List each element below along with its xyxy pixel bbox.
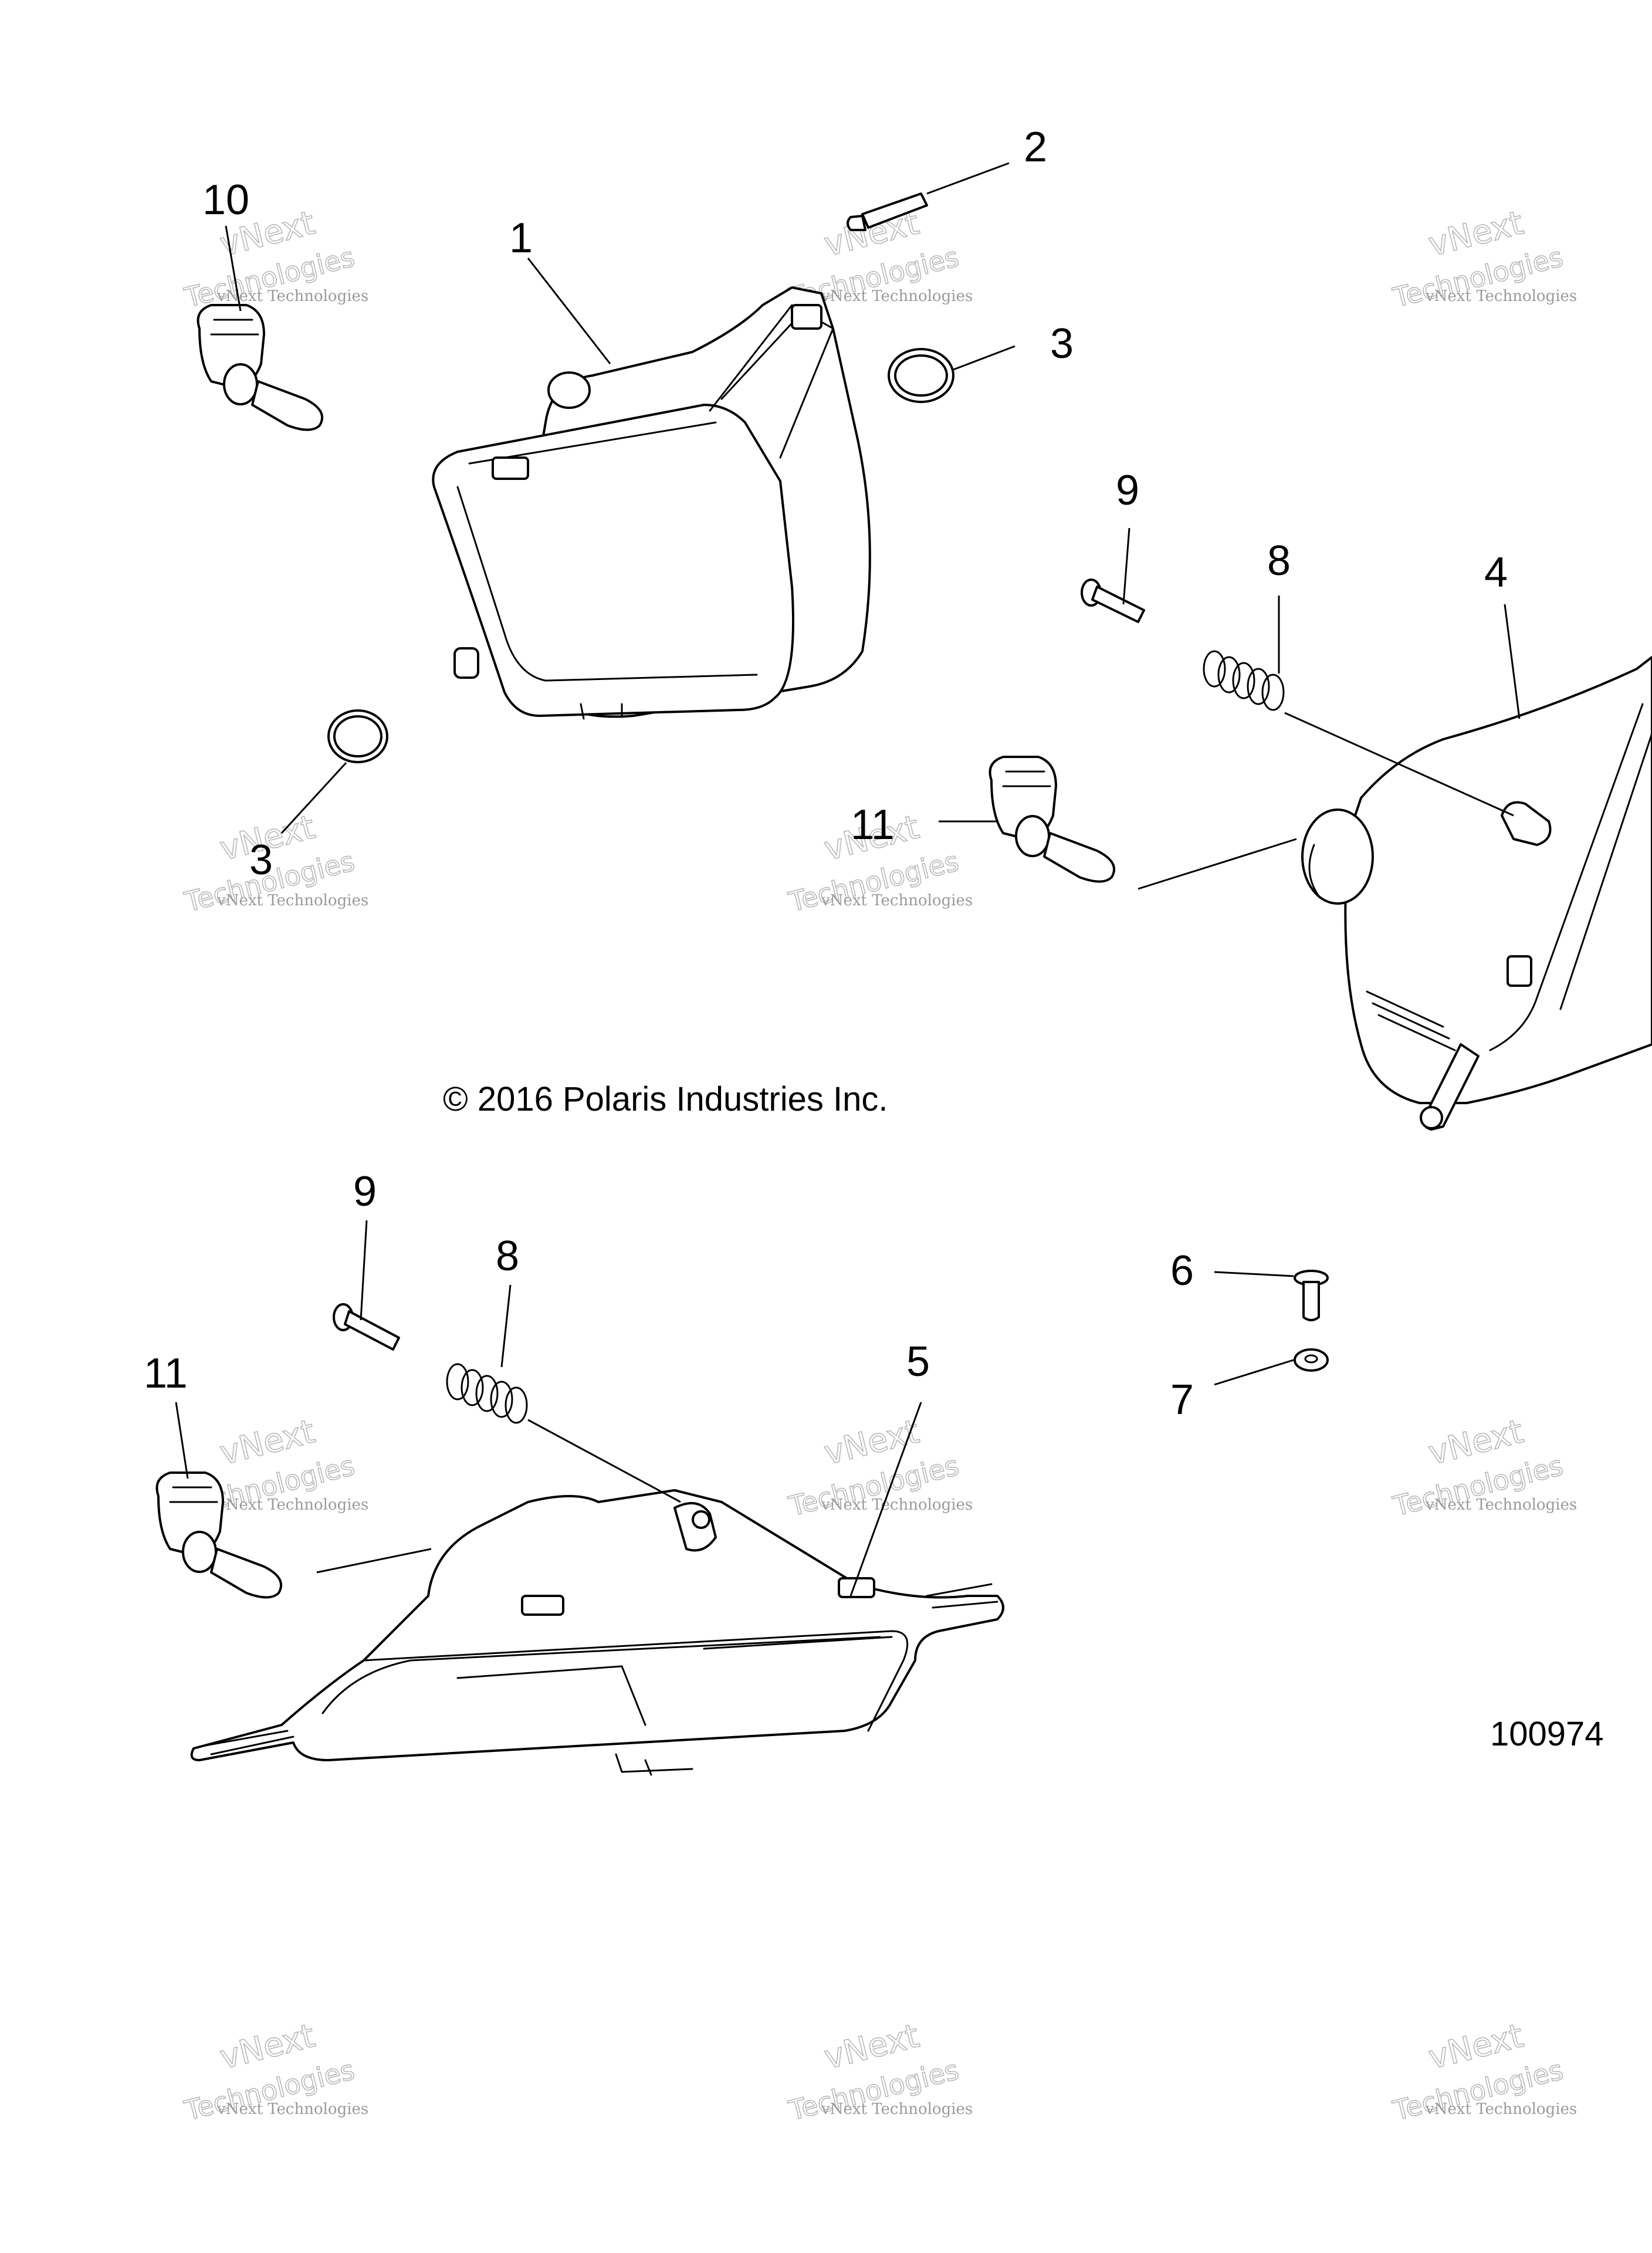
callout-1: 1 <box>509 215 533 262</box>
leader-1 <box>527 258 611 364</box>
callout-9-lower: 9 <box>353 1168 377 1215</box>
figure-number: 100974 <box>1490 1715 1604 1753</box>
callout-11-lower: 11 <box>144 1350 188 1397</box>
watermark-text: vNext Technologies <box>216 2100 368 2118</box>
leader-7 <box>1214 1359 1294 1386</box>
part-6-screw <box>1294 1270 1329 1321</box>
leader-5 <box>849 1402 922 1596</box>
callout-10: 10 <box>202 177 249 224</box>
part-7-washer <box>1294 1348 1329 1372</box>
watermark-text: vNext Technologies <box>1425 2100 1577 2118</box>
leader-4 <box>1504 604 1521 719</box>
watermark-text: vNext Technologies <box>216 287 368 305</box>
part-5-headlight-housing <box>190 1489 1004 1776</box>
callout-3-lower: 3 <box>249 837 273 884</box>
leader-10 <box>225 225 242 312</box>
watermark-text: vNext Technologies <box>1425 287 1577 305</box>
watermark-text: vNext Technologies <box>216 892 368 909</box>
watermark-text: vNext Technologies <box>821 1496 973 1514</box>
callout-9-upper: 9 <box>1116 467 1139 514</box>
watermark-text: vNext Technologies <box>821 287 973 305</box>
callout-5: 5 <box>906 1338 930 1385</box>
leader-11-upper-to-housing <box>1138 838 1297 890</box>
watermark-text: vNext Technologies <box>1425 1496 1577 1514</box>
part-11-bulb-upper <box>989 756 1115 883</box>
part-8-spring-upper <box>1203 650 1285 711</box>
part-9-bolt-upper <box>1081 579 1145 623</box>
watermark-text: vNext Technologies <box>216 1496 368 1514</box>
part-10-bulb <box>197 304 323 431</box>
leader-3-upper <box>953 345 1015 371</box>
leader-lines <box>175 162 1521 1596</box>
part-3-o-ring-lower <box>327 709 388 763</box>
part-4-headlight-housing <box>1301 656 1652 1131</box>
part-11-bulb-lower <box>155 1471 282 1599</box>
part-8-spring-lower <box>446 1363 528 1424</box>
watermark-text: vNext Technologies <box>821 892 973 909</box>
watermark-grid: vNext Technologies vNext Technologies vN… <box>181 204 1577 2127</box>
leader-8-upper-to-housing <box>1284 712 1514 817</box>
callout-11-upper: 11 <box>851 801 895 848</box>
part-9-bolt-lower <box>333 1303 400 1351</box>
callout-8-upper: 8 <box>1267 537 1291 584</box>
watermark-text: vNext Technologies <box>821 2100 973 2118</box>
callout-7: 7 <box>1170 1376 1194 1423</box>
leader-11-lower-to-housing <box>316 1548 432 1574</box>
leader-9-lower <box>360 1220 368 1321</box>
callout-8-lower: 8 <box>496 1233 519 1280</box>
part-3-o-ring-upper <box>888 348 954 403</box>
leader-11-lower <box>175 1402 189 1479</box>
leader-6 <box>1214 1271 1294 1277</box>
leader-8-lower-to-housing <box>527 1419 681 1503</box>
part-1-headlight-housing <box>432 286 871 720</box>
callout-6: 6 <box>1170 1247 1194 1294</box>
callout-2: 2 <box>1024 124 1047 171</box>
leader-2 <box>926 162 1010 195</box>
leader-8-lower <box>500 1284 512 1368</box>
part-2-pin <box>847 192 928 231</box>
leader-3-lower <box>280 762 347 834</box>
leader-9-upper <box>1122 527 1130 605</box>
callout-3-upper: 3 <box>1050 320 1074 367</box>
callouts: 1 2 3 3 4 5 6 7 8 8 9 9 10 11 11 <box>144 124 1508 1423</box>
copyright-notice: © 2016 Polaris Industries Inc. <box>443 1080 888 1118</box>
callout-4: 4 <box>1484 549 1508 596</box>
